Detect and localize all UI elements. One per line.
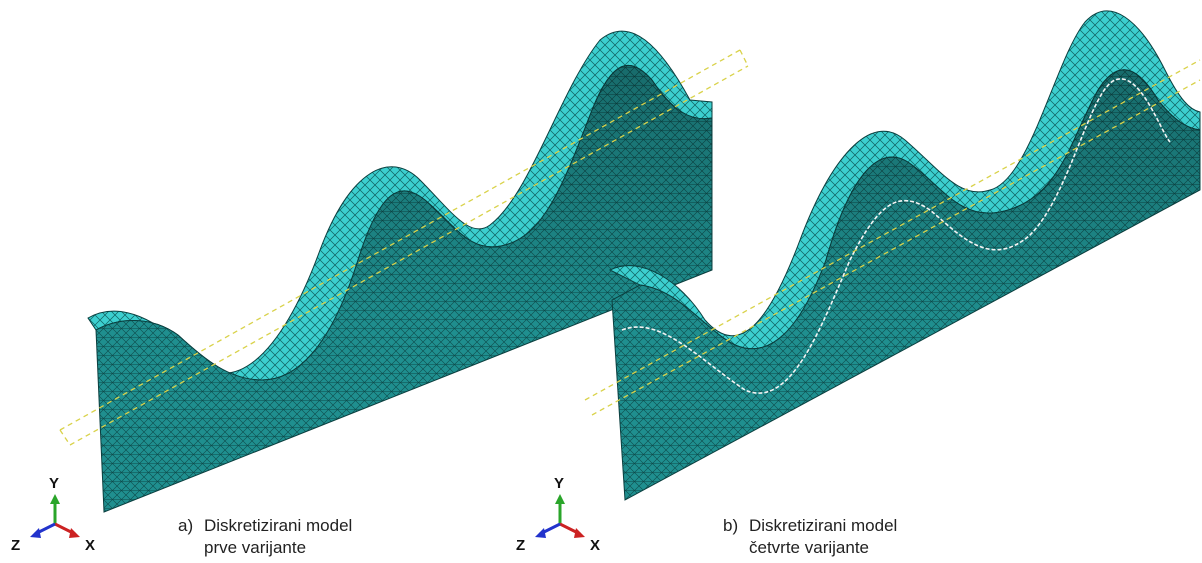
- axis-triad-b: Y X Z: [516, 475, 600, 554]
- axis-x-label: X: [85, 537, 95, 554]
- caption-letter: a): [178, 516, 194, 535]
- mesh-model-a: [59, 30, 749, 513]
- caption-line-2: prve varijante: [204, 538, 307, 557]
- caption-letter: b): [723, 516, 739, 535]
- caption-a: a) Diskretizirani model prve varijante: [178, 515, 352, 559]
- axis-y-label: Y: [49, 475, 59, 492]
- caption-line-1: Diskretizirani model: [749, 516, 898, 535]
- caption-line-1: Diskretizirani model: [204, 516, 353, 535]
- axis-x-label: X: [590, 537, 600, 554]
- guide-line-a: [59, 49, 749, 446]
- axis-z-label: Z: [11, 537, 20, 554]
- axis-z-label: Z: [516, 537, 525, 554]
- axis-y-label: Y: [554, 475, 564, 492]
- mesh-model-b: [584, 10, 1201, 501]
- axis-triad-a: Y X Z: [11, 475, 95, 554]
- caption-line-2: četvrte varijante: [749, 538, 869, 557]
- guide-line-b: [584, 59, 1201, 416]
- caption-b: b) Diskretizirani model četvrte varijante: [723, 515, 897, 559]
